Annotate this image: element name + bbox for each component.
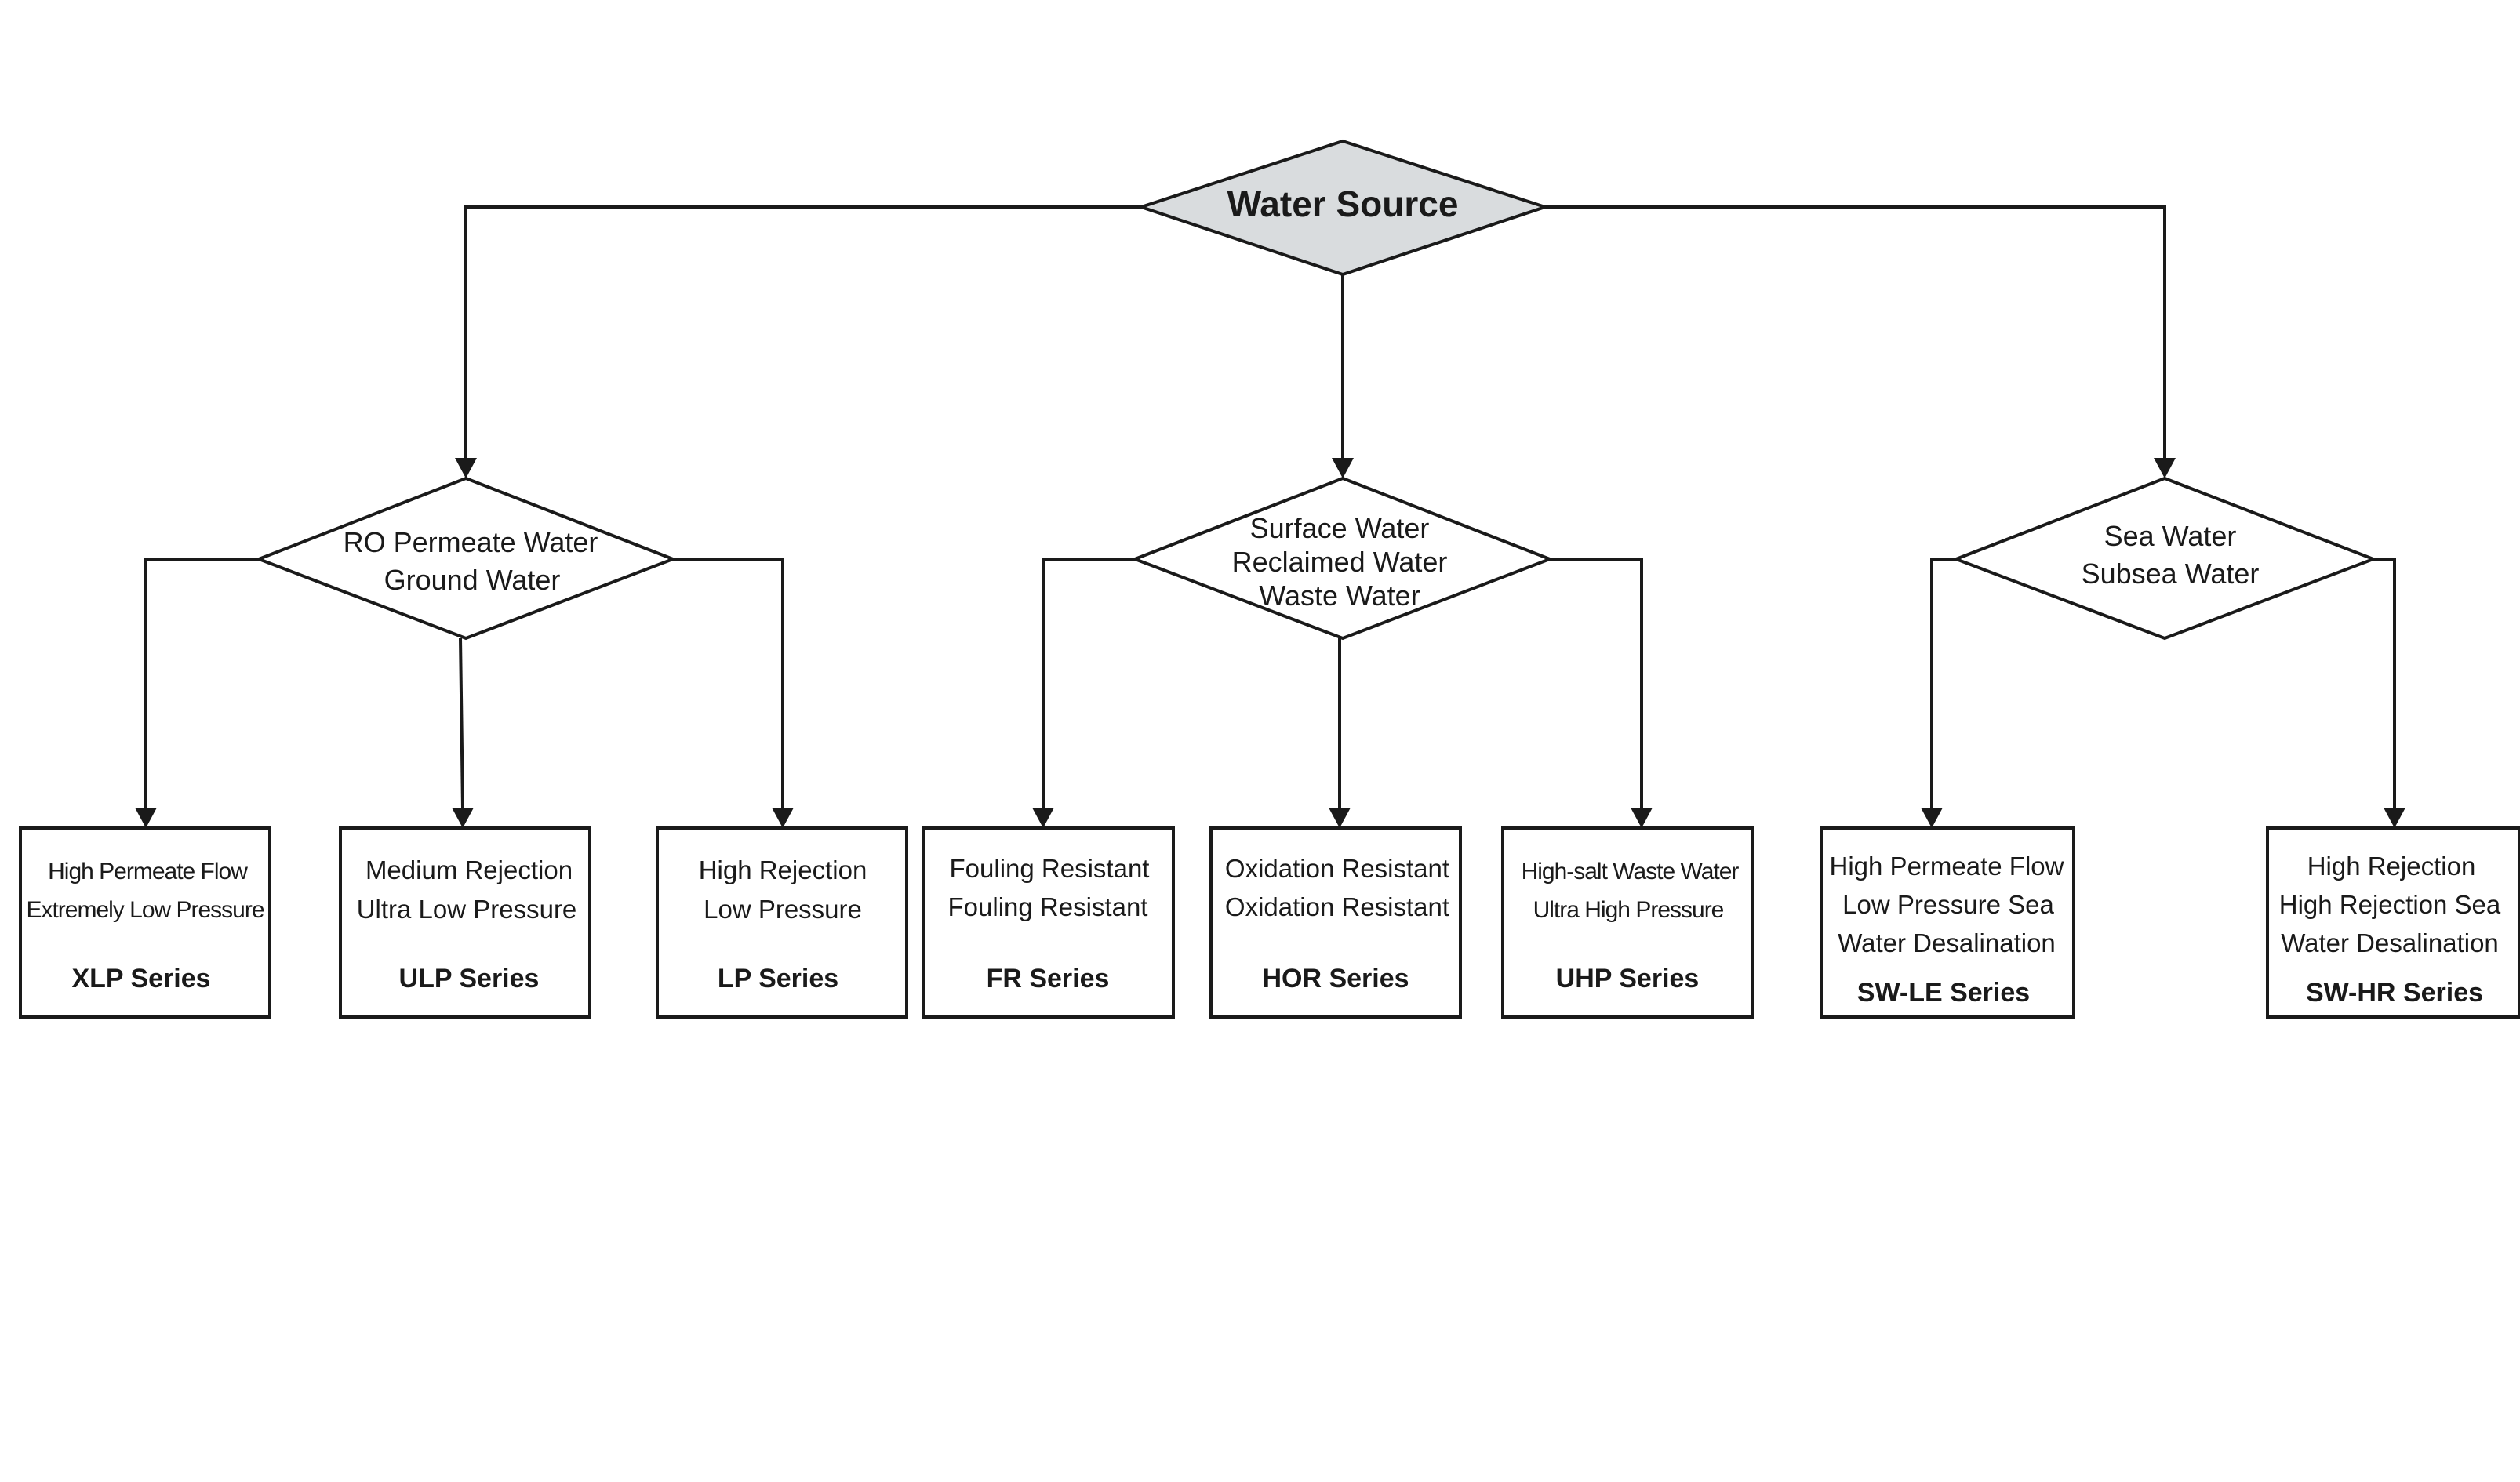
category-label-surface-line1: Surface Water (1250, 512, 1430, 544)
root-label: Water Source (1227, 183, 1459, 224)
connector-root-to-ro (464, 205, 1141, 458)
product-box-fr: Fouling Resistant Fouling Resistant FR S… (922, 826, 1175, 1019)
product-feature-xlp-1: High Permeate Flow (48, 859, 248, 884)
category-diamond-surface (1130, 476, 1555, 641)
category-decision-ro: RO Permeate Water Ground Water (254, 476, 678, 641)
arrowhead-sea (2154, 458, 2176, 478)
arrowhead-surface (1332, 458, 1354, 478)
product-box-swhr: High Rejection High Rejection Sea Water … (2266, 826, 2520, 1019)
product-rect-swle (1820, 826, 2075, 1019)
connector-ro-to-lp (673, 558, 784, 808)
arrowhead-lp (772, 808, 794, 828)
connector-sea-to-swhr (2373, 558, 2396, 808)
product-series-xlp: XLP Series (71, 964, 210, 993)
product-rect-lp (656, 826, 908, 1019)
connector-ro-to-xlp (144, 558, 259, 808)
category-label-ro-line1: RO Permeate Water (344, 526, 598, 558)
category-label-surface-line3: Waste Water (1259, 579, 1420, 612)
arrowhead-ulp (452, 808, 474, 828)
product-feature-hor-2: Oxidation Resistant (1225, 892, 1449, 921)
product-rect-swhr (2266, 826, 2520, 1019)
product-rect-xlp (19, 826, 271, 1019)
product-feature-ulp-1: Medium Rejection (365, 855, 573, 884)
category-label-sea-line2: Subsea Water (2082, 558, 2260, 590)
connector-ro-to-ulp (459, 637, 464, 808)
product-series-swle: SW-LE Series (1857, 978, 2030, 1008)
category-decision-surface: Surface Water Reclaimed Water Waste Wate… (1130, 476, 1555, 641)
product-series-fr: FR Series (987, 964, 1110, 993)
product-box-lp: High Rejection Low Pressure LP Series (656, 826, 908, 1019)
category-decision-sea: Sea Water Subsea Water (1951, 476, 2378, 641)
product-feature-swhr-3: Water Desalination (2281, 928, 2499, 957)
product-feature-uhp-2: Ultra High Pressure (1533, 897, 1724, 923)
root-diamond (1136, 139, 1551, 277)
product-series-ulp: ULP Series (399, 964, 540, 993)
product-feature-swhr-1: High Rejection (2307, 852, 2476, 881)
product-box-xlp: High Permeate Flow Extremely Low Pressur… (19, 826, 271, 1019)
arrowhead-uhp (1631, 808, 1653, 828)
product-feature-ulp-2: Ultra Low Pressure (357, 895, 577, 924)
product-box-hor: Oxidation Resistant Oxidation Resistant … (1209, 826, 1462, 1019)
product-series-uhp: UHP Series (1556, 964, 1700, 993)
product-feature-hor-1: Oxidation Resistant (1225, 854, 1449, 883)
category-diamond-ro (254, 476, 678, 641)
product-series-hor: HOR Series (1262, 964, 1409, 993)
product-feature-fr-1: Fouling Resistant (950, 854, 1150, 883)
connector-surface-to-uhp (1550, 558, 1643, 808)
product-rect-ulp (339, 826, 591, 1019)
root-connectors (455, 205, 2176, 478)
product-feature-uhp-1: High-salt Waste Water (1522, 859, 1740, 884)
category-connectors (135, 558, 2405, 828)
product-feature-xlp-2: Extremely Low Pressure (26, 897, 264, 923)
category-label-surface-line2: Reclaimed Water (1232, 546, 1448, 578)
connector-surface-to-fr (1042, 558, 1135, 808)
product-rect-hor (1209, 826, 1462, 1019)
category-diamond-sea (1951, 476, 2378, 641)
product-box-swle: High Permeate Flow Low Pressure Sea Wate… (1820, 826, 2075, 1019)
category-label-sea-line1: Sea Water (2104, 520, 2237, 552)
product-rect-fr (922, 826, 1175, 1019)
product-feature-swle-1: High Permeate Flow (1830, 852, 2064, 881)
arrowhead-ro (455, 458, 477, 478)
arrowhead-xlp (135, 808, 157, 828)
product-box-ulp: Medium Rejection Ultra Low Pressure ULP … (339, 826, 591, 1019)
product-feature-fr-2: Fouling Resistant (948, 892, 1148, 921)
product-feature-lp-1: High Rejection (699, 855, 867, 884)
arrowhead-swle (1921, 808, 1943, 828)
product-box-uhp: High-salt Waste Water Ultra High Pressur… (1501, 826, 1754, 1019)
arrowhead-fr (1032, 808, 1054, 828)
product-rect-uhp (1501, 826, 1754, 1019)
connector-sea-to-swle (1930, 558, 1956, 808)
category-label-ro-line2: Ground Water (384, 564, 561, 596)
product-feature-swle-3: Water Desalination (1838, 928, 2056, 957)
product-series-swhr: SW-HR Series (2306, 978, 2483, 1008)
connector-root-to-sea (1545, 205, 2166, 458)
arrowhead-hor (1329, 808, 1351, 828)
product-feature-lp-2: Low Pressure (704, 895, 862, 924)
product-series-lp: LP Series (718, 964, 838, 993)
product-feature-swhr-2: High Rejection Sea (2279, 890, 2501, 919)
arrowhead-swhr (2384, 808, 2405, 828)
product-feature-swle-2: Low Pressure Sea (1842, 890, 2054, 919)
root-decision: Water Source (1136, 139, 1551, 277)
